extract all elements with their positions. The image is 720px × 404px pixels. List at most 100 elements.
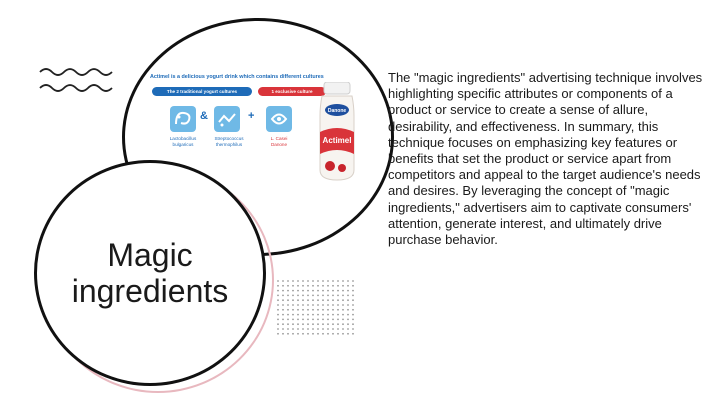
grid-dot [332,299,334,302]
grid-dot [297,308,299,311]
grid-dot [342,294,344,297]
grid-dot [322,318,324,321]
grid-dot [312,328,314,330]
grid-dot [342,280,344,282]
grid-dot [277,304,279,306]
grid-dot [327,332,329,335]
actimel-bottle-image: Danone Actimel [319,82,355,181]
grid-dot [332,332,334,335]
grid-dot [302,294,304,297]
grid-dot [312,318,314,321]
grid-dot [302,318,304,321]
grid-dot [282,323,284,326]
grid-dot [322,284,324,287]
grid-dot [297,284,299,287]
grid-dot [347,289,349,292]
grid-dot [332,304,334,306]
grid-dot [352,299,354,302]
grid-dot [342,289,344,292]
grid-dot [317,308,319,311]
grid-dot [352,294,354,297]
grid-dot [352,284,354,287]
grid-dot [312,308,314,311]
grid-dot [342,299,344,302]
grid-dot [327,308,329,311]
grid-dot [302,328,304,330]
grid-dot [352,308,354,311]
grid-dot [297,328,299,330]
grid-dot [332,284,334,287]
slide-title: Magic ingredients [71,237,229,309]
grid-dot [337,313,339,316]
traditional-cultures-pill: The 2 traditional yogurt cultures [152,87,252,96]
grid-dot [327,284,329,287]
grid-dot [307,280,309,282]
grid-dot [352,313,354,316]
grid-dot [312,289,314,292]
grid-dot [277,289,279,292]
grid-dot [277,313,279,316]
grid-dot [292,280,294,282]
grid-dot [302,299,304,302]
grid-dot [292,299,294,302]
grid-dot [277,323,279,326]
grid-dot [352,323,354,326]
grid-dot [292,323,294,326]
grid-dot [342,332,344,335]
grid-dot [292,289,294,292]
grid-dot [327,304,329,306]
grid-dot [312,313,314,316]
ampersand-symbol: & [200,110,208,122]
grid-dot [292,313,294,316]
grid-dot [297,294,299,297]
grid-dot [307,304,309,306]
grid-dot [282,328,284,330]
grid-dot [302,284,304,287]
grid-dot [287,332,289,335]
grid-dot [307,294,309,297]
grid-dot [342,284,344,287]
grid-dot [317,284,319,287]
plus-symbol: + [248,110,255,122]
grid-dot [287,318,289,321]
grid-dot [297,280,299,282]
grid-dot [277,318,279,321]
grid-dot [282,318,284,321]
grid-dot [282,299,284,302]
culture-label-lactobacillus: Lactobacillus bulgaricus [169,136,197,147]
grid-dot [292,284,294,287]
grid-dot [297,318,299,321]
bacteria-icon [214,106,240,132]
grid-dot [307,318,309,321]
grid-dot [317,289,319,292]
grid-dot [312,332,314,335]
grid-dot [337,332,339,335]
grid-dot [352,289,354,292]
grid-dot [352,332,354,335]
grid-dot [307,284,309,287]
grid-dot [282,332,284,335]
grid-dot [312,299,314,302]
grid-dot [337,294,339,297]
grid-dot [307,328,309,330]
grid-dot [347,323,349,326]
grid-dot [297,299,299,302]
grid-dot [322,304,324,306]
grid-dot [302,323,304,326]
grid-dot [317,328,319,330]
culture-label-casei: L. Casei Danone [270,136,288,147]
grid-dot [347,328,349,330]
grid-dot [287,313,289,316]
grid-dot [352,318,354,321]
grid-dot [327,318,329,321]
grid-dot [277,299,279,302]
wave-lines-decoration [39,68,113,92]
grid-dot [322,280,324,282]
grid-dot [337,304,339,306]
grid-dot [337,284,339,287]
grid-dot [277,308,279,311]
grid-dot [342,323,344,326]
grid-dot [292,294,294,297]
grid-dot [337,308,339,311]
grid-dot [342,308,344,311]
